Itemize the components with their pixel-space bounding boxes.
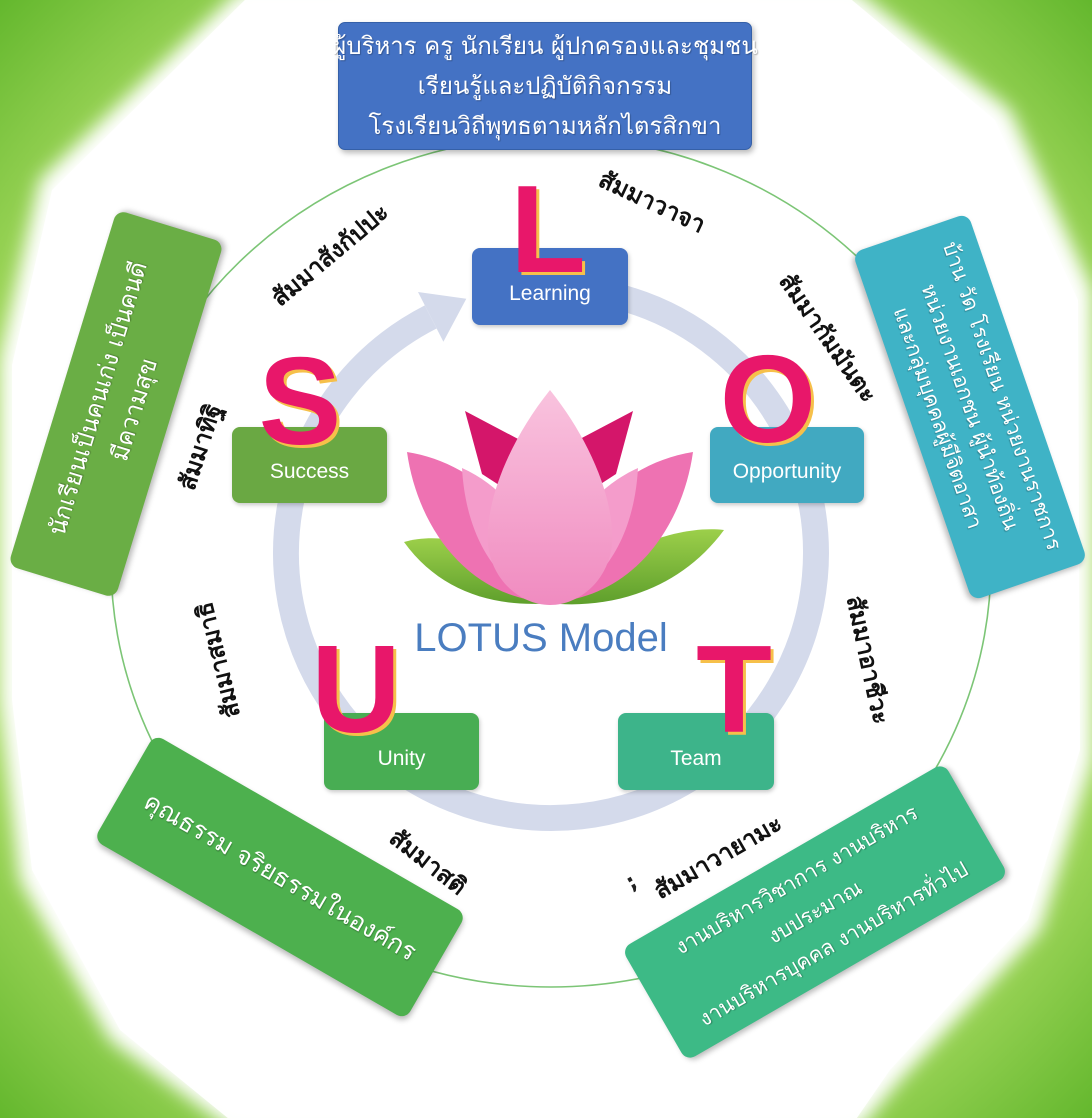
letter-o: O — [719, 331, 817, 469]
opportunity-box: Opportunity — [710, 427, 864, 503]
letter-s: S — [258, 333, 342, 471]
learning-box: Learning — [472, 248, 628, 325]
team-label: Team — [670, 746, 722, 770]
unity-label: Unity — [377, 746, 426, 770]
lotus-flower-icon — [404, 390, 724, 605]
cycle-arrowhead — [418, 292, 467, 342]
box-text-line: ผู้บริหาร ครู นักเรียน ผู้ปกครองและชุมชน — [332, 32, 758, 60]
letter-l: L — [510, 161, 586, 299]
success-label: Success — [269, 460, 350, 483]
letter-u: U — [311, 621, 401, 759]
team-box: Team — [618, 713, 774, 790]
letter-t: T — [696, 621, 772, 759]
lotus-center-petal — [487, 390, 613, 605]
box-text-line: โรงเรียนวิถีพุทธตามหลักไตรสิกขา — [368, 112, 722, 140]
unity-box: Unity — [324, 713, 479, 790]
stakeholders-learning-box: ผู้บริหาร ครู นักเรียน ผู้ปกครองและชุมชน… — [332, 22, 758, 150]
learning-label: Learning — [509, 281, 591, 305]
diagram-title: LOTUS Model — [414, 616, 668, 660]
success-box: Success — [232, 427, 387, 503]
opportunity-label: Opportunity — [732, 460, 842, 483]
box-text-line: เรียนรู้และปฏิบัติกิจกรรม — [417, 72, 673, 100]
